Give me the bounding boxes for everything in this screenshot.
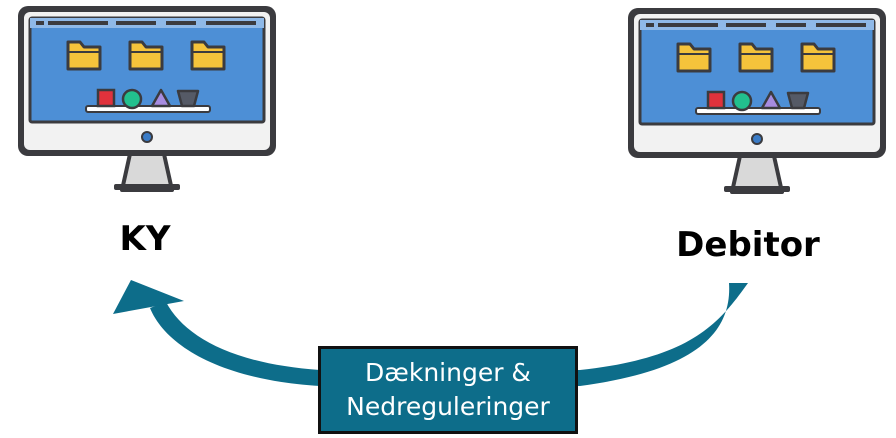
node-label-left: KY — [120, 219, 171, 259]
computer-monitor-icon-right — [626, 6, 888, 194]
flow-arrow-head — [113, 280, 184, 314]
node-label-right: Debitor — [676, 225, 820, 265]
flow-label-line-1: Dækninger & — [365, 358, 531, 387]
flow-label-line-2: Nedreguleringer — [346, 392, 550, 421]
computer-monitor-icon-left — [16, 4, 278, 192]
flow-label-box: Dækninger & Nedreguleringer — [318, 346, 578, 434]
